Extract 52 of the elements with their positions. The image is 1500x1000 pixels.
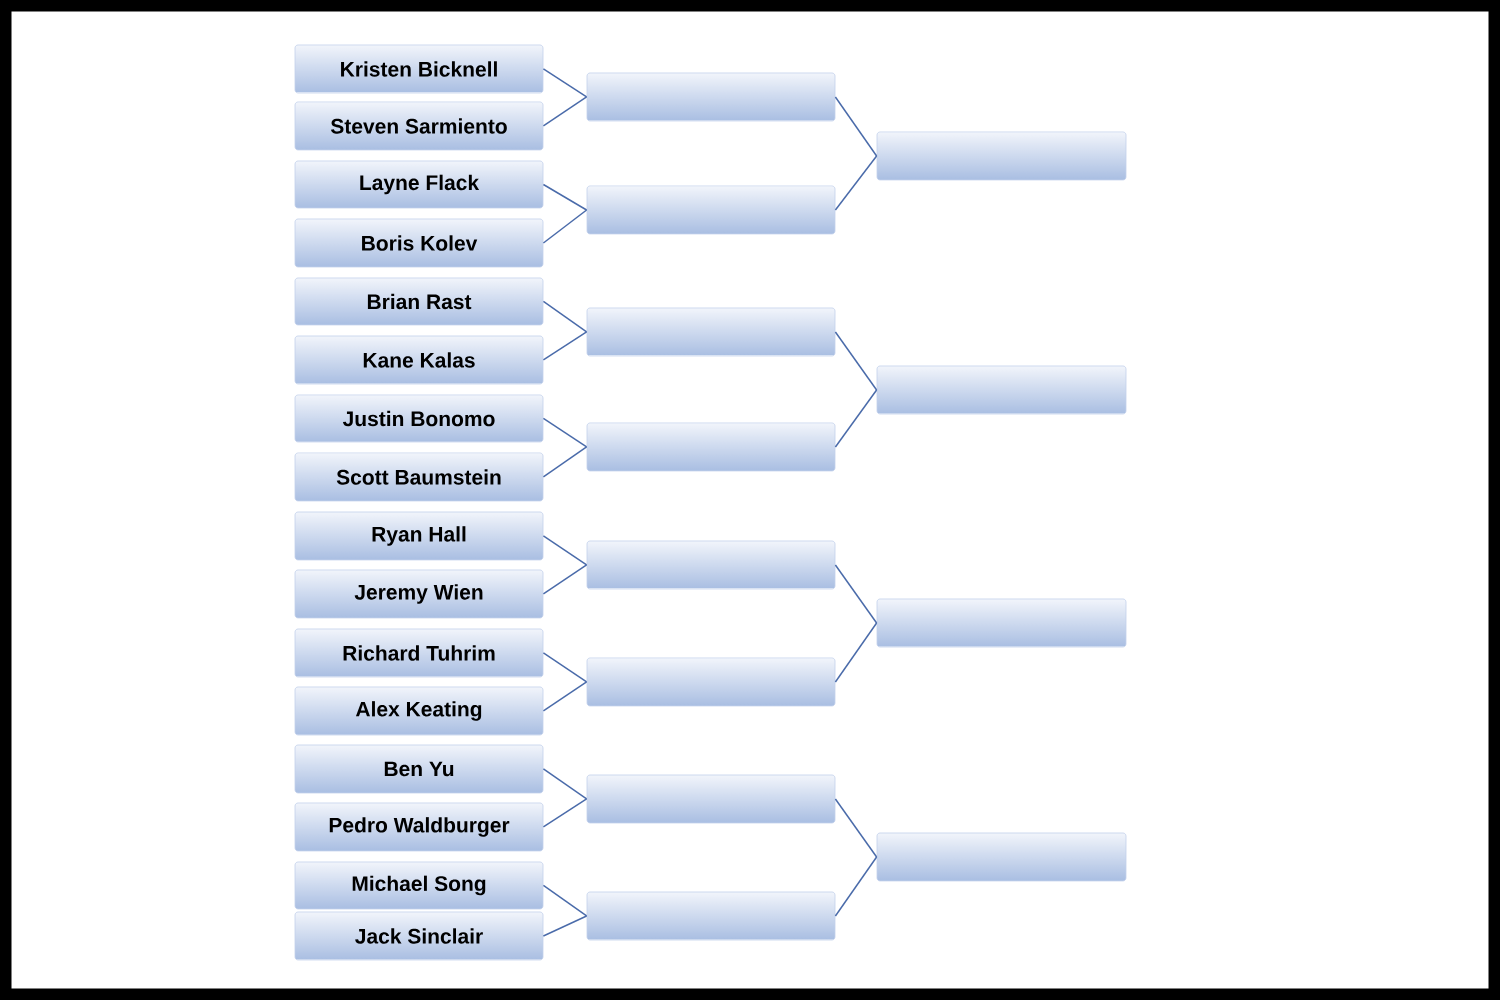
bracket-line xyxy=(542,96,588,127)
bracket-line xyxy=(834,564,878,624)
bracket-line xyxy=(542,564,588,595)
name-box: Kane Kalas xyxy=(294,335,544,385)
blank-box xyxy=(876,832,1127,882)
name-box: Alex Keating xyxy=(294,686,544,736)
bracket-line xyxy=(542,652,588,683)
bracket-line xyxy=(834,798,878,858)
bracket-line xyxy=(834,856,878,917)
blank-box xyxy=(586,540,836,590)
bracket-line xyxy=(542,68,588,98)
name-box: Scott Baumstein xyxy=(294,452,544,502)
name-box: Michael Song xyxy=(294,861,544,910)
name-box: Brian Rast xyxy=(294,277,544,326)
blank-box xyxy=(586,657,836,707)
bracket-line xyxy=(542,915,588,937)
bracket-line xyxy=(542,300,588,333)
bracket-line xyxy=(542,209,588,244)
bracket-line xyxy=(834,96,878,157)
bracket-line xyxy=(834,331,878,391)
name-box: Ryan Hall xyxy=(294,511,544,561)
name-box: Jack Sinclair xyxy=(294,911,544,961)
name-box: Steven Sarmiento xyxy=(294,101,544,151)
bracket-line xyxy=(542,417,588,448)
blank-box xyxy=(586,891,836,941)
bracket-line xyxy=(542,183,588,211)
blank-box xyxy=(586,72,836,122)
name-box: Kristen Bicknell xyxy=(294,44,544,94)
bracket-line xyxy=(542,798,588,828)
blank-box xyxy=(876,598,1127,648)
bracket-line xyxy=(834,389,878,448)
bracket-line xyxy=(834,622,878,683)
blank-box xyxy=(586,185,836,235)
blank-box xyxy=(586,774,836,824)
bracket-line xyxy=(542,681,588,712)
name-box: Justin Bonomo xyxy=(294,394,544,443)
bracket-line xyxy=(542,768,588,800)
blank-box xyxy=(586,307,836,357)
name-box: Richard Tuhrim xyxy=(294,628,544,678)
bracket-line xyxy=(542,446,588,478)
name-box: Pedro Waldburger xyxy=(294,802,544,852)
bracket-line xyxy=(542,535,588,566)
blank-box xyxy=(876,365,1127,415)
bracket-line xyxy=(834,155,878,211)
bracket-line xyxy=(542,884,588,917)
name-box: Boris Kolev xyxy=(294,218,544,268)
name-box: Ben Yu xyxy=(294,744,544,794)
blank-box xyxy=(586,422,836,472)
blank-box xyxy=(876,131,1127,181)
name-box: Jeremy Wien xyxy=(294,569,544,619)
bracket-line xyxy=(542,331,588,361)
name-box: Layne Flack xyxy=(294,160,544,209)
